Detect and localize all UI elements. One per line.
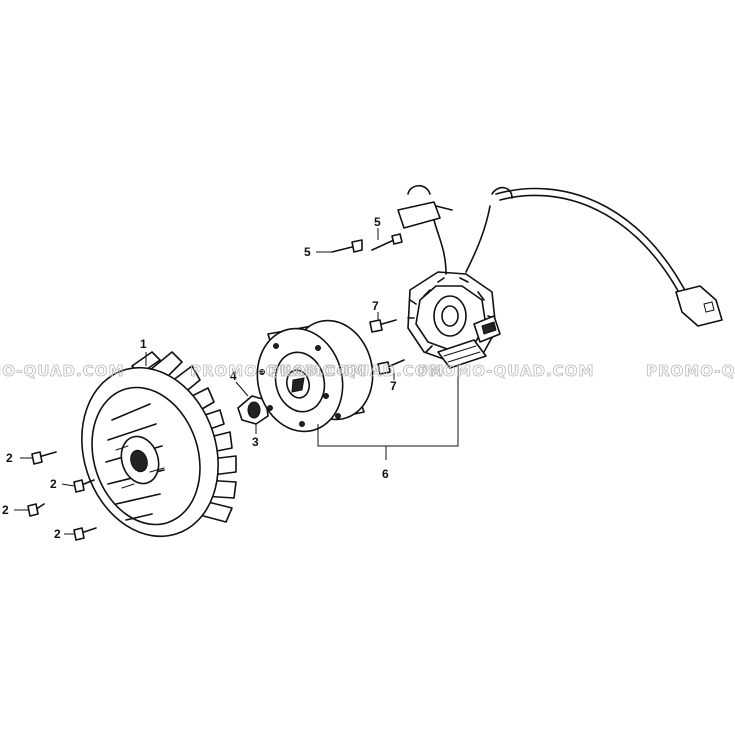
callout-5a: 5 [304,245,311,259]
bolts-7 [369,312,405,380]
callout-3: 3 [252,435,259,449]
callout-5b: 5 [374,215,381,229]
callout-7b: 7 [390,379,397,393]
bolt-2c [14,503,45,517]
watermark: PROMO-QUAD.COM PROMO-QUAD.COM PROMO-QUAD… [0,362,735,381]
callout-6: 6 [382,467,389,481]
callout-1: 1 [140,337,147,351]
stator-assembly [397,184,723,369]
callout-2b: 2 [50,477,57,491]
watermark-text-5: PROMO-Q [646,362,735,380]
cooling-fan [81,351,237,538]
bolt-2d [64,527,97,541]
washer-and-nut [235,381,269,434]
fan-bolts [14,451,97,541]
callout-7a: 7 [372,299,379,313]
screw-5a [316,239,363,253]
screws-5 [316,228,403,253]
screw-5b [371,228,403,251]
bolt-2b [61,479,95,493]
watermark-text-4: PROMO-QUAD.COM [418,362,594,380]
callout-2a: 2 [6,451,13,465]
bolt-7a [369,312,397,333]
flywheel-rotor [256,319,374,433]
watermark-text-3: PROMO-QUAD.COM [268,362,444,380]
callout-2c: 2 [2,503,9,517]
callout-4: 4 [230,369,237,383]
bolt-2a [20,451,57,465]
watermark-text-2: PROMO-QUAD.COM [190,362,366,380]
assembly-bracket [317,364,459,460]
bolt-7b [377,359,405,380]
watermark-text-1: PROMO-QUAD.COM [0,362,124,380]
callout-labels: 1 2 2 2 2 3 4 5 5 6 7 7 [2,215,397,541]
callout-2d: 2 [54,527,61,541]
